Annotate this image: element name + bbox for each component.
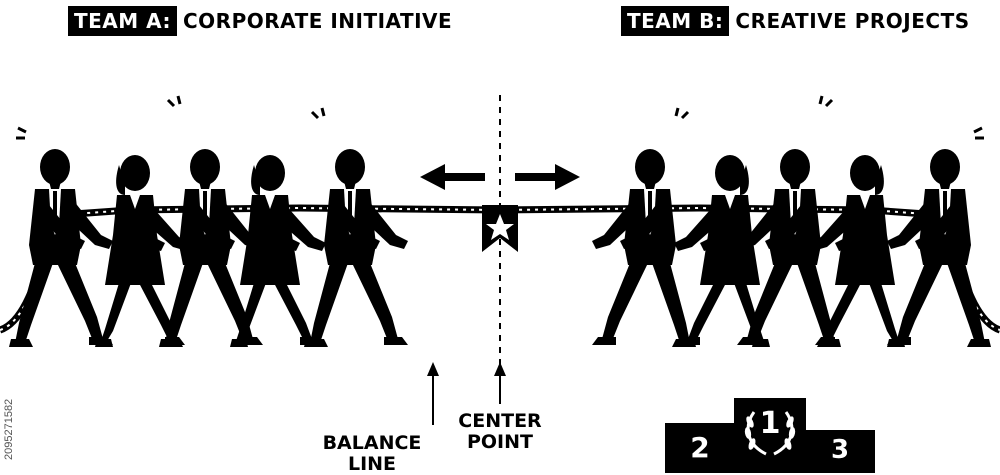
arrow-right-icon: [515, 164, 580, 190]
stock-id-watermark: 2095271582: [3, 300, 19, 470]
arrow-left-icon: [420, 164, 485, 190]
team-a-person-1: [9, 149, 113, 347]
team-a-header: TEAM A: CORPORATE INITIATIVE: [68, 6, 452, 36]
podium-third-place: 3: [805, 430, 875, 473]
stock-id-text: 2095271582: [3, 398, 15, 460]
team-a-people: [9, 149, 408, 347]
podium-first-place: 1: [734, 398, 806, 473]
team-b-name: CREATIVE PROJECTS: [735, 9, 970, 33]
team-b-person-4: [674, 155, 770, 347]
stress-marks: [16, 95, 984, 140]
center-point-pointer-icon: [494, 362, 506, 404]
team-a-name: CORPORATE INITIATIVE: [183, 9, 453, 33]
podium-third-number: 3: [830, 435, 850, 465]
team-a-person-4: [230, 155, 326, 347]
team-a-tag: TEAM A:: [68, 6, 177, 36]
team-b-people: [592, 149, 991, 347]
center-point-label: CENTER POINT: [458, 410, 542, 453]
laurel-wreath-icon: [744, 411, 796, 456]
balance-line-pointer-icon: [427, 362, 439, 425]
team-b-tag: TEAM B:: [621, 6, 730, 36]
team-b-person-1: [887, 149, 991, 347]
center-flag-icon: [482, 205, 518, 252]
balance-line-label: BALANCE LINE: [322, 432, 422, 475]
podium-second-place: 2: [665, 423, 735, 473]
team-b-header: TEAM B: CREATIVE PROJECTS: [621, 6, 970, 36]
podium-second-number: 2: [690, 431, 710, 464]
podium-first-number: 1: [759, 406, 781, 441]
